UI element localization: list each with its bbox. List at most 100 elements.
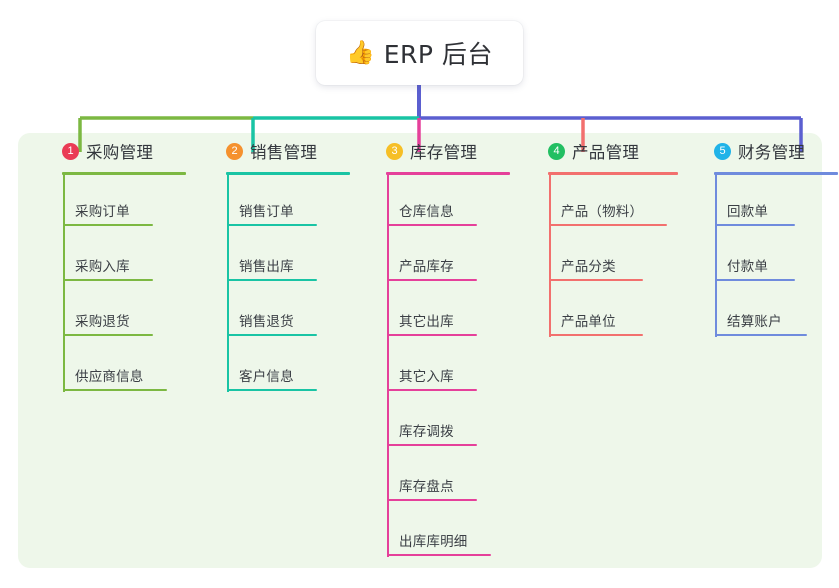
leaf-item[interactable]: 其它入库 (364, 339, 477, 394)
leaf-item[interactable]: 回款单 (692, 174, 805, 229)
category-underline (548, 172, 678, 175)
leaf-underline (387, 334, 477, 336)
leaf-underline (63, 389, 167, 391)
category-index-badge: 3 (386, 142, 403, 160)
category-header[interactable]: 1 采购管理 (40, 133, 153, 169)
leaf-item[interactable]: 出库库明细 (364, 504, 491, 559)
category-underline (386, 172, 510, 175)
leaf-item[interactable]: 销售退货 (204, 284, 317, 339)
leaf-label: 库存盘点 (399, 479, 454, 495)
leaf-underline (715, 224, 795, 226)
leaf-label: 其它出库 (399, 314, 454, 330)
leaf-underline (227, 334, 317, 336)
category-header[interactable]: 5 财务管理 (692, 133, 805, 169)
root-node-title: ERP 后台 (383, 40, 493, 69)
leaf-label: 销售出库 (239, 259, 294, 275)
leaf-label: 采购入库 (75, 259, 130, 275)
leaf-label: 产品单位 (561, 314, 616, 330)
leaf-label: 回款单 (727, 204, 769, 220)
leaf-item[interactable]: 其它出库 (364, 284, 477, 339)
leaf-list: 采购订单采购入库采购退货供应商信息 (40, 174, 167, 394)
leaf-underline (387, 389, 477, 391)
category-index-badge: 5 (714, 142, 731, 160)
leaf-label: 客户信息 (239, 369, 294, 385)
leaf-item[interactable]: 采购订单 (40, 174, 153, 229)
leaf-label: 产品（物料） (561, 204, 644, 220)
category-column: 3 库存管理仓库信息产品库存其它出库其它入库库存调拨库存盘点出库库明细 (364, 133, 510, 557)
root-node[interactable]: 👍 ERP 后台 (316, 21, 523, 85)
category-title: 库存管理 (410, 143, 478, 162)
leaf-item[interactable]: 产品库存 (364, 229, 477, 284)
leaf-underline (387, 554, 491, 556)
category-title: 销售管理 (250, 143, 318, 162)
leaf-item[interactable]: 库存盘点 (364, 449, 477, 504)
leaf-underline (715, 279, 795, 281)
leaf-item[interactable]: 销售订单 (204, 174, 317, 229)
root-node-content: 👍 ERP 后台 (346, 35, 493, 71)
leaf-label: 付款单 (727, 259, 769, 275)
leaf-item[interactable]: 结算账户 (692, 284, 807, 339)
leaf-underline (387, 499, 477, 501)
leaf-label: 采购订单 (75, 204, 130, 220)
leaf-underline (387, 279, 477, 281)
leaf-underline (387, 444, 477, 446)
leaf-underline (63, 224, 153, 226)
leaf-label: 销售订单 (239, 204, 294, 220)
leaf-item[interactable]: 产品分类 (526, 229, 643, 284)
leaf-underline (387, 224, 477, 226)
category-header[interactable]: 3 库存管理 (364, 133, 477, 169)
leaf-underline (227, 279, 317, 281)
leaf-item[interactable]: 客户信息 (204, 339, 317, 394)
category-title: 采购管理 (86, 143, 154, 162)
leaf-underline (63, 279, 153, 281)
leaf-item[interactable]: 库存调拨 (364, 394, 477, 449)
leaf-item[interactable]: 采购入库 (40, 229, 153, 284)
leaf-item[interactable]: 产品（物料） (526, 174, 667, 229)
leaf-underline (549, 224, 667, 226)
category-underline (226, 172, 350, 175)
leaf-list: 仓库信息产品库存其它出库其它入库库存调拨库存盘点出库库明细 (364, 174, 491, 559)
category-index-badge: 4 (548, 142, 565, 160)
branch-spine (227, 174, 229, 392)
category-title: 财务管理 (738, 143, 806, 162)
leaf-list: 销售订单销售出库销售退货客户信息 (204, 174, 317, 394)
leaf-item[interactable]: 采购退货 (40, 284, 153, 339)
thumbs-up-icon: 👍 (346, 39, 375, 66)
leaf-underline (227, 224, 317, 226)
category-index-badge: 1 (62, 142, 79, 160)
leaf-underline (227, 389, 317, 391)
category-column: 5 财务管理回款单付款单结算账户 (692, 133, 838, 337)
category-underline (62, 172, 186, 175)
leaf-label: 仓库信息 (399, 204, 454, 220)
leaf-label: 产品分类 (561, 259, 616, 275)
branch-spine (387, 174, 389, 557)
category-column: 1 采购管理采购订单采购入库采购退货供应商信息 (40, 133, 186, 392)
leaf-item[interactable]: 产品单位 (526, 284, 643, 339)
leaf-underline (549, 334, 643, 336)
leaf-label: 其它入库 (399, 369, 454, 385)
branch-spine (63, 174, 65, 392)
branch-spine (549, 174, 551, 337)
diagram-panel (18, 133, 822, 568)
leaf-underline (715, 334, 807, 336)
leaf-item[interactable]: 付款单 (692, 229, 805, 284)
leaf-item[interactable]: 销售出库 (204, 229, 317, 284)
leaf-label: 采购退货 (75, 314, 130, 330)
leaf-list: 产品（物料） 产品分类产品单位 (526, 174, 667, 339)
leaf-list: 回款单付款单结算账户 (692, 174, 807, 339)
leaf-underline (549, 279, 643, 281)
branch-spine (715, 174, 717, 337)
leaf-item[interactable]: 仓库信息 (364, 174, 477, 229)
leaf-item[interactable]: 供应商信息 (40, 339, 167, 394)
leaf-underline (63, 334, 153, 336)
leaf-label: 产品库存 (399, 259, 454, 275)
leaf-label: 销售退货 (239, 314, 294, 330)
leaf-label: 库存调拨 (399, 424, 454, 440)
leaf-label: 出库库明细 (399, 534, 468, 550)
leaf-label: 供应商信息 (75, 369, 144, 385)
